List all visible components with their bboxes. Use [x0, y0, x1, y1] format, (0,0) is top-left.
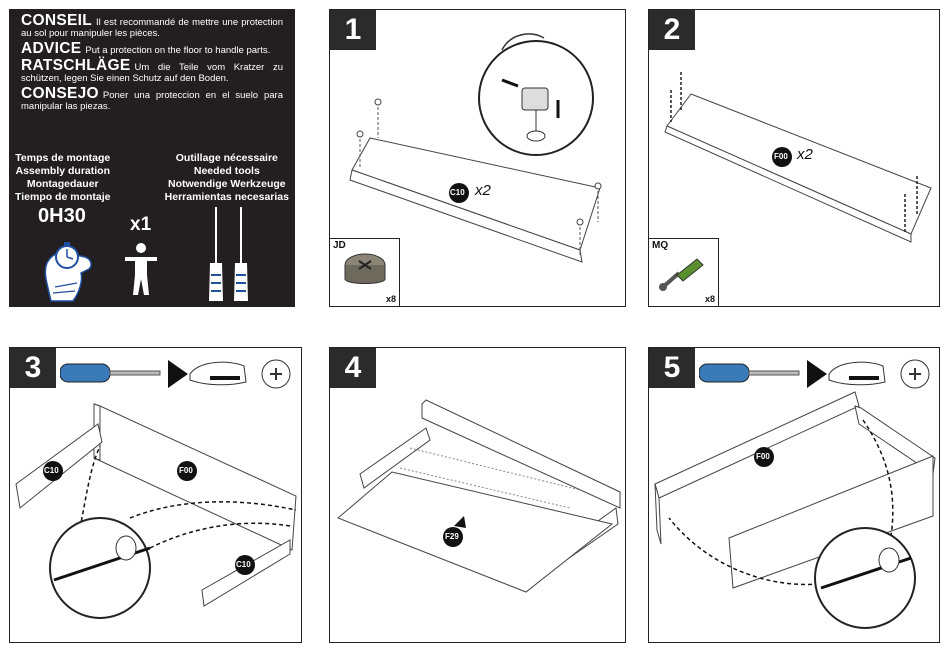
- part-badge-f00: [177, 461, 197, 481]
- part-label-f29: F29: [445, 532, 459, 541]
- part-label-f00: F00: [756, 452, 770, 461]
- screwdriver-tool-icon: [699, 359, 930, 389]
- screwdrivers-icon: [209, 207, 248, 301]
- step-2-panel: 2 F00 x2 MQ x8: [648, 9, 940, 307]
- step-3-number: 3: [10, 348, 56, 388]
- step-1-number: 1: [330, 10, 376, 50]
- part-label-f00: F00: [179, 466, 193, 475]
- step-3-illustration: [15, 403, 297, 619]
- part-label-c10: C10: [450, 188, 465, 197]
- screwdriver-tool-icon: [60, 359, 291, 389]
- step-5-number: 5: [649, 348, 695, 388]
- part-label-f00: F00: [774, 152, 788, 161]
- step-5-illustration: [654, 391, 936, 629]
- part-badge-f00: [754, 447, 774, 467]
- part-quantity: x2: [475, 182, 491, 199]
- step-5-panel: 5 F00: [648, 347, 940, 643]
- stopwatch-hand-icon: [44, 242, 92, 302]
- part-badge-c10: [43, 461, 63, 481]
- part-badge-c10: [235, 555, 255, 575]
- step-3-panel: 3 C10 F00 C10: [9, 347, 302, 643]
- part-label-c10: C10: [44, 466, 59, 475]
- step-1-panel: 1 C10 x2 JD x8: [329, 9, 626, 307]
- dowel-pin-icon: [659, 258, 704, 291]
- step-1-illustration: [349, 33, 602, 263]
- person-icon: [125, 243, 157, 295]
- assembly-duration-label: Temps de montage Assembly duration Monta…: [15, 152, 111, 203]
- part-quantity: x2: [797, 146, 813, 163]
- hardware-inset-jd: JD x8: [330, 238, 400, 306]
- part-badge-c10: [449, 183, 469, 203]
- hardware-inset-mq: MQ x8: [649, 238, 719, 306]
- step-2-number: 2: [649, 10, 695, 50]
- step-4-panel: 4 F29: [329, 347, 626, 643]
- duration-value: 0H30: [38, 205, 86, 227]
- needed-tools-label: Outillage nécessaire Needed tools Notwen…: [164, 152, 289, 203]
- part-badge-f00: [772, 147, 792, 167]
- step-2-illustration: [664, 72, 932, 243]
- step-4-illustration: [337, 399, 621, 593]
- part-label-c10: C10: [236, 560, 251, 569]
- person-count: x1: [130, 214, 152, 235]
- step-4-number: 4: [330, 348, 376, 388]
- cam-lock-icon: [344, 253, 386, 284]
- part-badge-f29: [443, 527, 463, 547]
